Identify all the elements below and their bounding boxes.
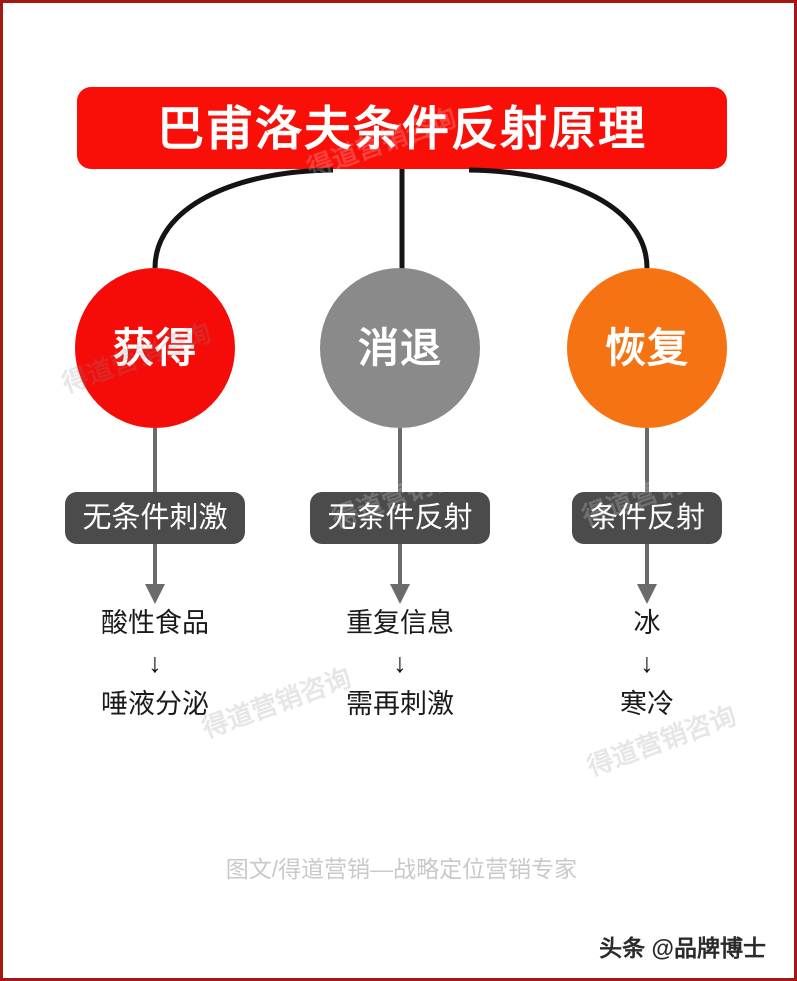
down-arrow-icon — [390, 544, 410, 604]
outcome-result-text: 唾液分泌 — [101, 689, 209, 719]
outcome-source-text: 酸性食品 — [101, 608, 209, 638]
pill-down-arrow — [634, 544, 660, 608]
stage-circle-label: 获得 — [113, 324, 197, 371]
outcome-result-text: 寒冷 — [620, 689, 674, 719]
title-banner: 巴甫洛夫条件反射原理 — [77, 87, 727, 169]
outcome-arrow-icon: ↓ — [148, 648, 162, 678]
outcome-result-text: 需再刺激 — [346, 689, 454, 719]
stage-circle-acquisition[interactable]: 获得 — [75, 268, 235, 428]
pill-down-arrow — [142, 544, 168, 608]
page-title: 巴甫洛夫条件反射原理 — [157, 101, 647, 155]
stage-circle-recovery[interactable]: 恢复 — [567, 268, 727, 428]
circle-to-pill-connector — [398, 428, 402, 492]
outcome-arrow-icon: ↓ — [393, 648, 407, 678]
down-arrow-icon — [145, 544, 165, 604]
stage-circle-label: 恢复 — [605, 324, 689, 371]
outcome-source-text: 重复信息 — [346, 608, 454, 638]
stage-circle-extinction[interactable]: 消退 — [320, 268, 480, 428]
concept-pill-unconditioned-reflex[interactable]: 无条件反射 — [310, 492, 490, 544]
branch-column-extinction: 消退 无条件反射 重复信息 ↓ 需再刺激 — [280, 268, 520, 718]
branch-column-recovery: 恢复 条件反射 冰 ↓ 寒冷 — [527, 268, 767, 718]
concept-pill-label: 无条件刺激 — [82, 501, 228, 534]
outcome-source-text: 冰 — [633, 608, 661, 638]
down-arrow-icon — [637, 544, 657, 604]
circle-to-pill-connector — [645, 428, 649, 492]
credit-line: 图文/得道营销—战略定位营销专家 — [225, 856, 578, 882]
branch-column-acquisition: 获得 无条件刺激 酸性食品 ↓ 唾液分泌 — [35, 268, 275, 718]
concept-pill-label: 条件反射 — [588, 501, 705, 534]
outcome-arrow-icon: ↓ — [640, 648, 654, 678]
stage-circle-label: 消退 — [358, 324, 442, 371]
circle-to-pill-connector — [153, 428, 157, 492]
concept-pill-unconditioned-stimulus[interactable]: 无条件刺激 — [65, 492, 245, 544]
brand-watermark: 头条 @品牌博士 — [599, 935, 766, 961]
concept-pill-conditioned-reflex[interactable]: 条件反射 — [571, 492, 722, 544]
concept-pill-label: 无条件反射 — [327, 501, 473, 534]
pill-down-arrow — [387, 544, 413, 608]
